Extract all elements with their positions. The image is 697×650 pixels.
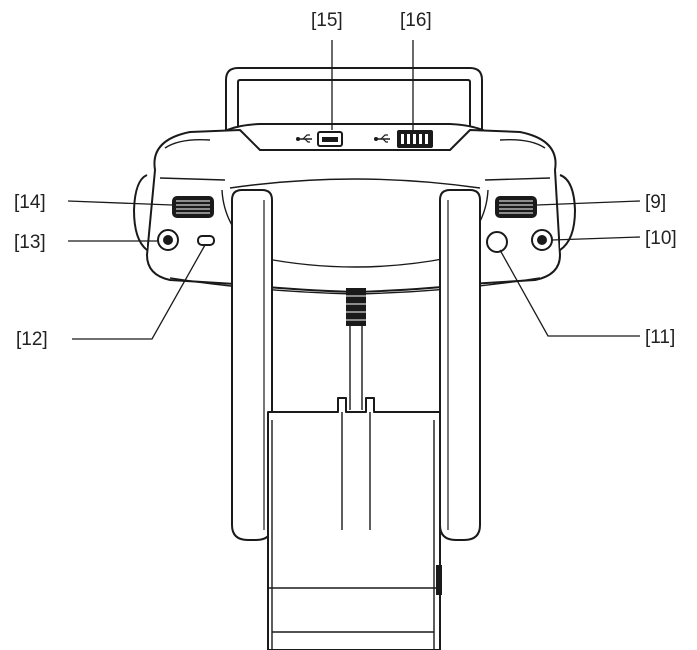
leader-lines [67, 40, 641, 340]
right-button [531, 229, 553, 251]
right-button-large [486, 231, 508, 253]
right-dial [495, 196, 537, 218]
callout-9: [9] [645, 192, 666, 213]
left-switch [197, 235, 215, 246]
callout-11: [11] [645, 327, 675, 348]
usb-icon [296, 134, 312, 143]
device-holder [267, 397, 442, 650]
callout-16: [16] [400, 10, 432, 31]
callout-15: [15] [311, 10, 343, 31]
callout-10: [10] [645, 228, 677, 249]
left-antenna [231, 189, 273, 541]
carry-handle [225, 67, 483, 151]
right-antenna [439, 189, 481, 541]
usb-icon [374, 134, 390, 143]
left-dial [172, 196, 214, 218]
callout-14: [14] [14, 192, 46, 213]
left-button [157, 229, 179, 251]
callout-12: [12] [16, 329, 48, 350]
callout-13: [13] [14, 232, 46, 253]
